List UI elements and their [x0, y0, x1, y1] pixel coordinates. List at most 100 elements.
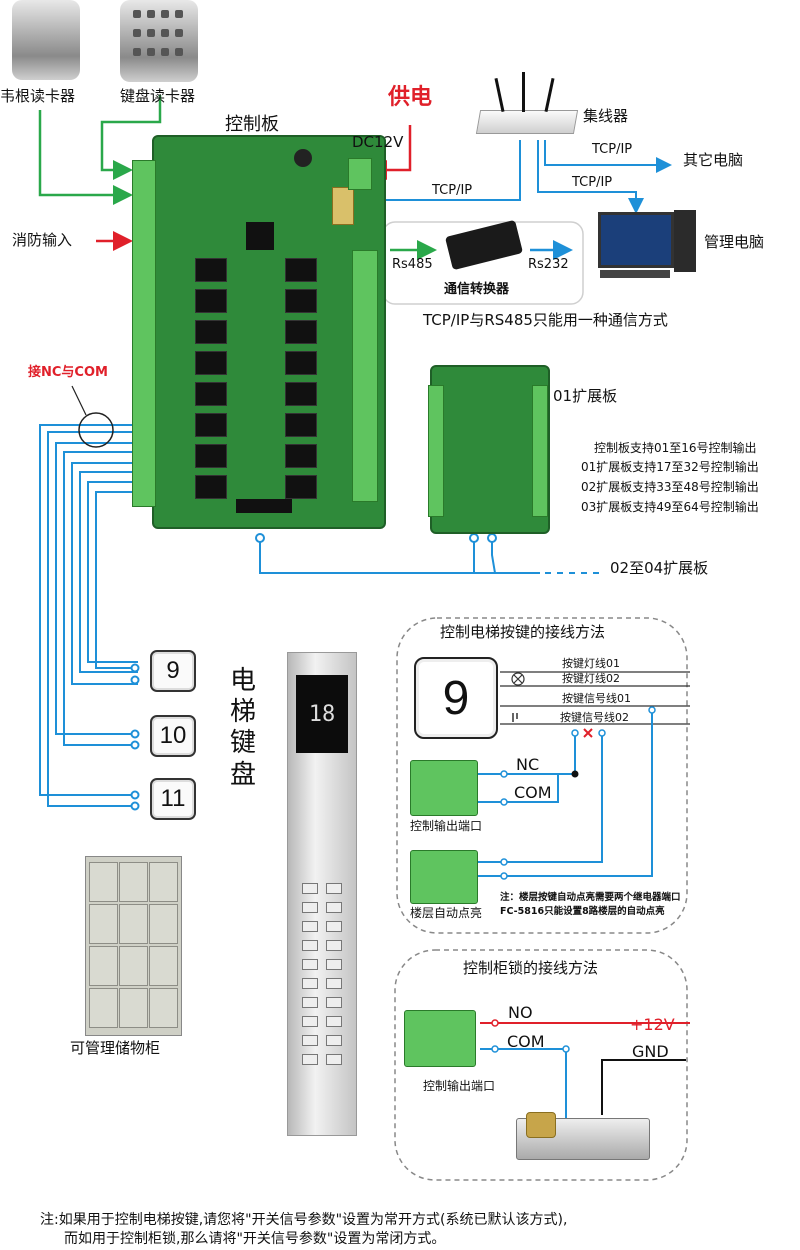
support-line-1: 控制板支持01至16号控制输出 — [594, 441, 757, 455]
wire-label-signal-02: 按键信号线02 — [560, 711, 629, 724]
cabinet-door — [149, 904, 178, 944]
elevator-key — [326, 921, 342, 932]
cabinet-door — [149, 862, 178, 902]
keypad-reader-image — [120, 0, 198, 82]
relay — [285, 351, 317, 375]
keypad-arrow — [100, 95, 162, 180]
hub-to-board-line — [383, 140, 521, 201]
board-terminal-power — [348, 158, 372, 190]
com-label: COM — [514, 783, 552, 802]
elevator-key — [326, 940, 342, 951]
nc-com-label: 接NC与COM — [28, 365, 108, 380]
converter-label: 通信转换器 — [444, 282, 510, 297]
elevator-key — [326, 883, 342, 894]
elevator-key — [326, 1054, 342, 1065]
cabinet-door — [89, 988, 118, 1028]
elevator-note-2: FC-5816只能设置8路楼层的自动点亮 — [500, 906, 665, 917]
dc12v-label: DC12V — [352, 133, 404, 151]
floor-button-11: 11 — [150, 778, 196, 820]
relay — [195, 413, 227, 437]
footer-note-line-1: 注:如果用于控制电梯按键,请您将"开关信号参数"设置为常开方式(系统已默认该方式… — [40, 1212, 568, 1228]
cabinet-door — [119, 988, 148, 1028]
cabinet-com-label: COM — [507, 1032, 545, 1051]
fire-input-label: 消防输入 — [12, 231, 73, 249]
keypad-reader-label: 键盘读卡器 — [120, 87, 196, 105]
rs485-label: Rs485 — [392, 257, 433, 272]
cabinet-door — [149, 946, 178, 986]
hub-label: 集线器 — [583, 107, 629, 125]
elevator-keypad-image: 18 — [287, 652, 357, 1136]
tcpip-label-2: TCP/IP — [572, 175, 613, 190]
control-output-label: 控制输出端口 — [410, 819, 483, 833]
board-capacitor — [294, 149, 312, 167]
cabinet-door — [89, 904, 118, 944]
relay — [195, 289, 227, 313]
elevator-key — [302, 1035, 318, 1046]
mgmt-pc-image — [598, 210, 698, 282]
relay — [285, 475, 317, 499]
cabinet-door — [89, 862, 118, 902]
cabinet-lock-bolt — [526, 1112, 556, 1138]
floor-button-10: 10 — [150, 715, 196, 757]
support-line-2: 01扩展板支持17至32号控制输出 — [581, 460, 759, 474]
elevator-key — [326, 959, 342, 970]
relay — [195, 258, 227, 282]
footer-note-line-2: 而如用于控制柜锁,那么请将"开关信号参数"设置为常闭方式。 — [64, 1231, 446, 1247]
wire-label-signal-01: 按键信号线01 — [562, 692, 631, 705]
board-terminal-left — [132, 160, 156, 507]
tcpip-label-1: TCP/IP — [592, 142, 633, 157]
floor-auto-terminal — [410, 850, 478, 904]
hub-image — [475, 72, 579, 142]
wiegand-reader-image — [12, 0, 80, 80]
expansion-terminal-right — [532, 385, 548, 517]
elevator-key — [302, 902, 318, 913]
elevator-key — [302, 959, 318, 970]
elevator-wiring-title: 控制电梯按键的接线方法 — [440, 623, 606, 641]
mgmt-pc-label: 管理电脑 — [704, 233, 765, 251]
elevator-wiring-button: 9 — [414, 657, 498, 739]
control-board-title: 控制板 — [225, 114, 279, 135]
floor-auto-label: 楼层自动点亮 — [410, 906, 483, 920]
relay — [195, 320, 227, 344]
elevator-key — [302, 940, 318, 951]
elevator-key — [302, 921, 318, 932]
elevator-key — [326, 997, 342, 1008]
elevator-key — [302, 1054, 318, 1065]
relay — [285, 258, 317, 282]
cabinet-door — [89, 946, 118, 986]
cabinet-door — [119, 946, 148, 986]
rs232-label: Rs232 — [528, 257, 569, 272]
control-output-terminal — [410, 760, 478, 816]
cabinet-gnd-label: GND — [632, 1042, 669, 1061]
cabinet-no-label: NO — [508, 1003, 533, 1022]
relay — [285, 444, 317, 468]
relay — [285, 413, 317, 437]
cabinet-door — [119, 862, 148, 902]
relay — [285, 320, 317, 344]
elevator-key — [326, 902, 342, 913]
hub-to-mgmt-pc — [537, 140, 644, 214]
wiegand-arrow — [38, 110, 133, 205]
ext0204-label: 02至04扩展板 — [610, 559, 709, 577]
support-line-4: 03扩展板支持49至64号控制输出 — [581, 500, 759, 514]
relay — [195, 351, 227, 375]
elevator-key — [302, 883, 318, 894]
cabinet-wiring-title: 控制柜锁的接线方法 — [463, 959, 599, 977]
board-chip — [246, 222, 274, 250]
elevator-display: 18 — [296, 675, 348, 753]
power-label: 供电 — [388, 85, 433, 110]
wire-label-lamp-01: 按键灯线01 — [562, 657, 620, 670]
storage-cabinet-label: 可管理储物柜 — [70, 1039, 161, 1057]
nc-label: NC — [516, 755, 540, 774]
cabinet-door — [149, 988, 178, 1028]
cabinet-door — [119, 904, 148, 944]
wiegand-reader-label: 韦根读卡器 — [0, 87, 76, 105]
elevator-key — [302, 997, 318, 1008]
expansion-board — [430, 365, 550, 534]
hub-to-other-pc — [544, 140, 672, 173]
elevator-key — [326, 978, 342, 989]
elevator-key — [302, 978, 318, 989]
control-board — [152, 135, 386, 529]
wire-label-lamp-02: 按键灯线02 — [562, 672, 620, 685]
